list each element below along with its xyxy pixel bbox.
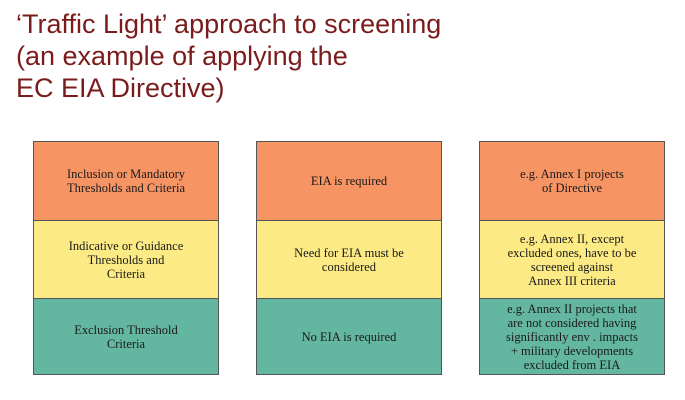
exclusion-threshold-cell: Exclusion Threshold Criteria	[34, 299, 218, 374]
eia-required-cell: EIA is required	[257, 142, 441, 221]
annex-i-example-cell: e.g. Annex I projects of Directive	[480, 142, 664, 221]
no-eia-cell: No EIA is required	[257, 299, 441, 374]
indicative-thresholds-cell: Indicative or Guidance Thresholds and Cr…	[34, 221, 218, 299]
slide-title: ‘Traffic Light’ approach to screening (a…	[16, 9, 442, 103]
examples-column: e.g. Annex I projects of Directive e.g. …	[479, 141, 665, 375]
outcome-column: EIA is required Need for EIA must be con…	[256, 141, 442, 375]
annex-ii-example-cell: e.g. Annex II, except excluded ones, hav…	[480, 221, 664, 299]
eia-considered-cell: Need for EIA must be considered	[257, 221, 441, 299]
criteria-column: Inclusion or Mandatory Thresholds and Cr…	[33, 141, 219, 375]
inclusion-thresholds-cell: Inclusion or Mandatory Thresholds and Cr…	[34, 142, 218, 221]
excluded-example-cell: e.g. Annex II projects that are not cons…	[480, 299, 664, 374]
